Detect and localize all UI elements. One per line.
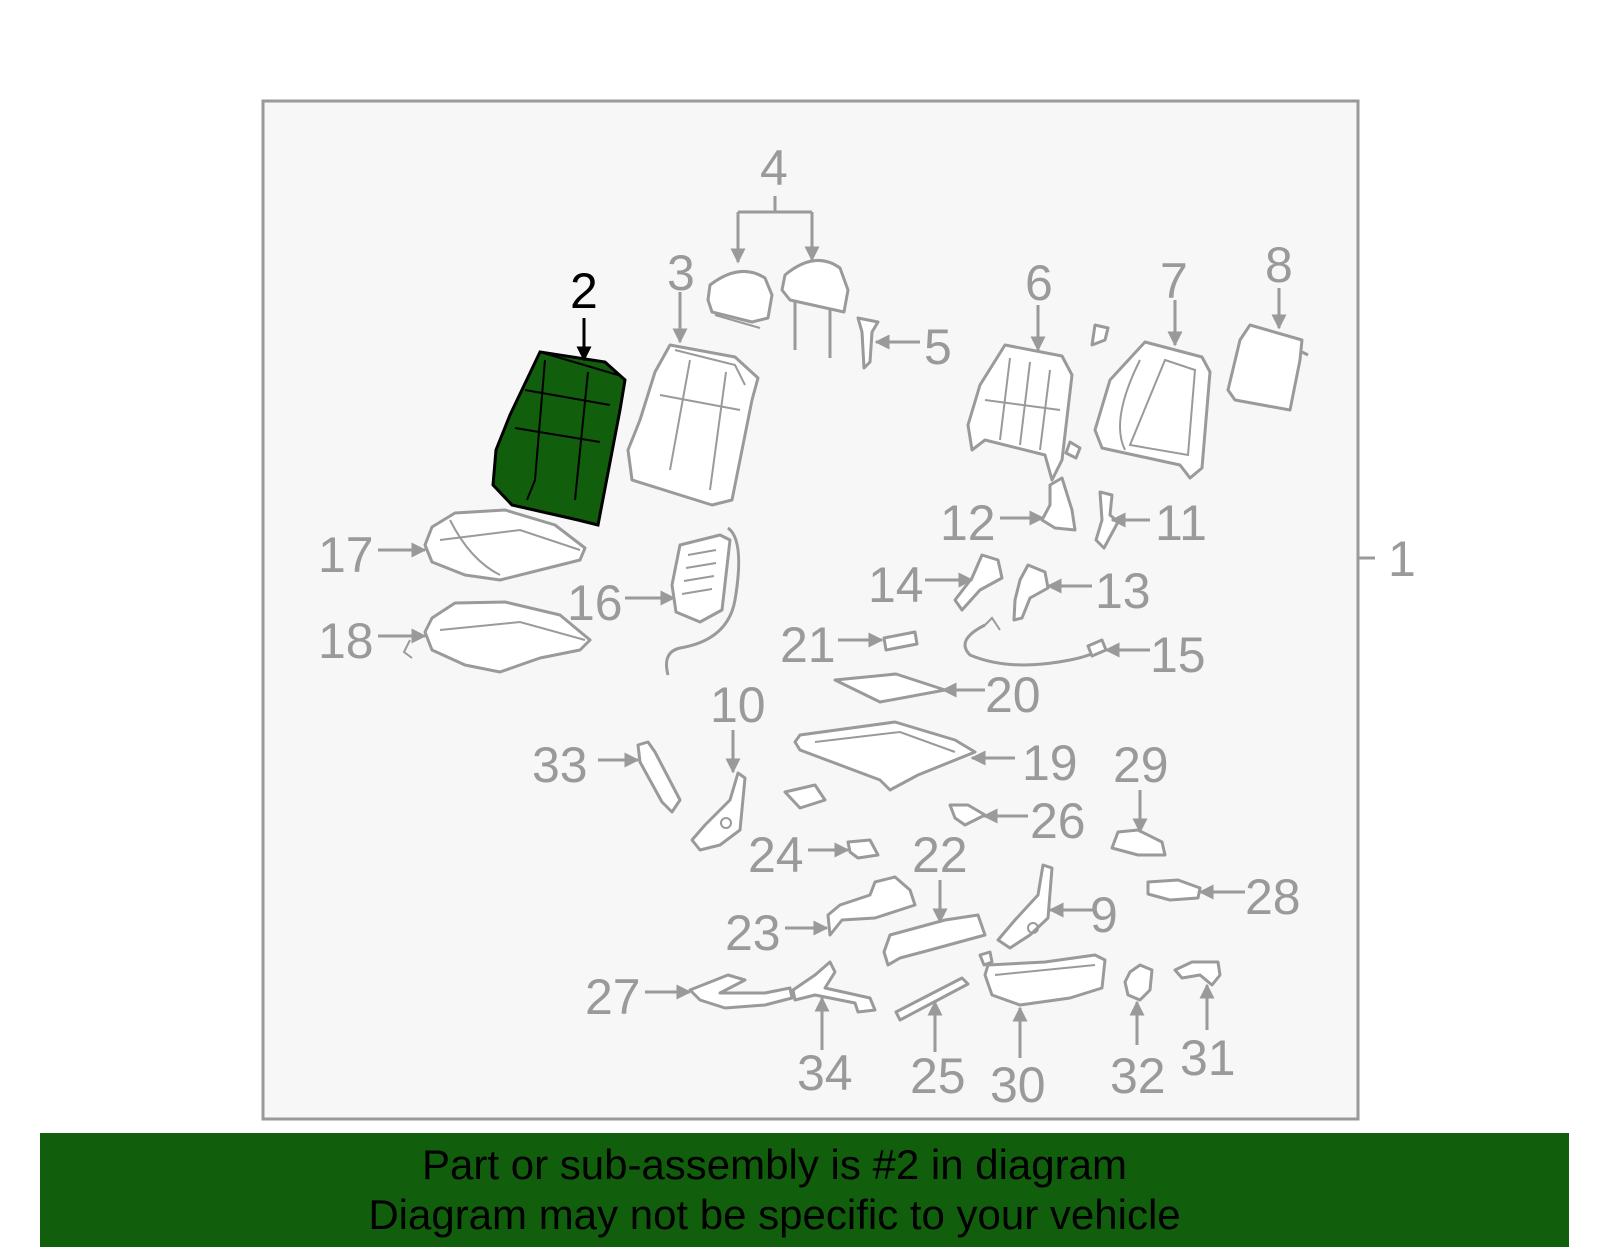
callout-20[interactable]: 20 [985, 667, 1041, 723]
callout-25[interactable]: 25 [910, 1048, 966, 1104]
part-31-handle[interactable] [1173, 960, 1222, 987]
callout-7[interactable]: 7 [1160, 253, 1188, 309]
callout-17[interactable]: 17 [318, 527, 374, 583]
callout-5[interactable]: 5 [924, 319, 952, 375]
callout-18[interactable]: 18 [318, 613, 374, 669]
part-25-bar[interactable] [894, 976, 970, 1022]
part-21-plate[interactable] [882, 630, 919, 652]
part-34-link[interactable] [791, 960, 877, 1014]
part-30-outer-cover[interactable] [978, 950, 1107, 1007]
part-17-cushion-cover[interactable] [423, 508, 587, 582]
part-8-module[interactable] [1226, 323, 1309, 412]
callout-24[interactable]: 24 [748, 827, 804, 883]
callout-23[interactable]: 23 [725, 905, 781, 961]
callout-9[interactable]: 9 [1090, 887, 1118, 943]
part-23-track[interactable] [826, 875, 917, 937]
leader-4 [736, 196, 814, 258]
part-11-bracket[interactable] [1094, 490, 1120, 550]
callout-12[interactable]: 12 [940, 495, 996, 551]
callout-27[interactable]: 27 [585, 969, 641, 1025]
part-26-clip[interactable] [948, 803, 987, 827]
callout-13[interactable]: 13 [1095, 563, 1151, 619]
callout-4[interactable]: 4 [760, 140, 788, 196]
callout-16[interactable]: 16 [567, 575, 623, 631]
callout-28[interactable]: 28 [1245, 869, 1301, 925]
part-3-seat-back[interactable] [626, 343, 760, 507]
part-2-seat-back-cover[interactable] [491, 350, 627, 527]
part-32-knob[interactable] [1123, 963, 1154, 1002]
info-banner: Part or sub-assembly is #2 in diagram Di… [40, 1133, 1569, 1247]
part-4-headrests[interactable] [706, 258, 850, 358]
callout-33[interactable]: 33 [532, 737, 588, 793]
part-27-handle[interactable] [688, 973, 794, 1010]
part-13-cover[interactable] [1012, 563, 1050, 622]
callout-10[interactable]: 10 [710, 677, 766, 733]
callout-1[interactable]: 1 [1388, 531, 1416, 587]
part-5-headrest-guide[interactable] [856, 316, 880, 370]
callout-29[interactable]: 29 [1113, 737, 1169, 793]
callout-30[interactable]: 30 [990, 1057, 1046, 1113]
parts-diagram: 1 2 3 4 5 6 [261, 99, 1416, 1121]
disclaimer-note: Diagram may not be specific to your vehi… [368, 1191, 1181, 1238]
part-7-back-panel[interactable] [1090, 323, 1212, 480]
part-6-seat-back-frame[interactable] [966, 343, 1082, 482]
callout-11[interactable]: 11 [1155, 495, 1207, 551]
callout-15[interactable]: 15 [1150, 627, 1206, 683]
highlight-note: Part or sub-assembly is #2 in diagram [422, 1141, 1127, 1188]
callout-8[interactable]: 8 [1265, 237, 1293, 293]
callout-22[interactable]: 22 [912, 827, 968, 883]
callout-31[interactable]: 31 [1180, 1030, 1236, 1086]
part-12-bracket[interactable] [1040, 476, 1077, 532]
part-10-side-cover[interactable] [690, 771, 747, 852]
callout-21[interactable]: 21 [780, 617, 836, 673]
callout-26[interactable]: 26 [1030, 793, 1086, 849]
callout-2[interactable]: 2 [570, 263, 598, 319]
callout-34[interactable]: 34 [797, 1045, 853, 1101]
part-16-lumbar-support[interactable] [665, 526, 741, 676]
part-19-seat-pan[interactable] [783, 720, 977, 810]
part-33-trim[interactable] [636, 740, 682, 814]
part-24-bracket[interactable] [846, 838, 880, 860]
part-18-cushion-pad[interactable] [402, 600, 592, 674]
part-9-side-cover[interactable] [996, 863, 1054, 950]
callout-3[interactable]: 3 [667, 245, 695, 301]
callout-32[interactable]: 32 [1110, 1048, 1166, 1104]
callout-14[interactable]: 14 [868, 557, 924, 613]
part-22-track[interactable] [882, 913, 987, 967]
part-28-cover[interactable] [1146, 878, 1202, 902]
callout-19[interactable]: 19 [1022, 735, 1078, 791]
callout-6[interactable]: 6 [1025, 255, 1053, 311]
